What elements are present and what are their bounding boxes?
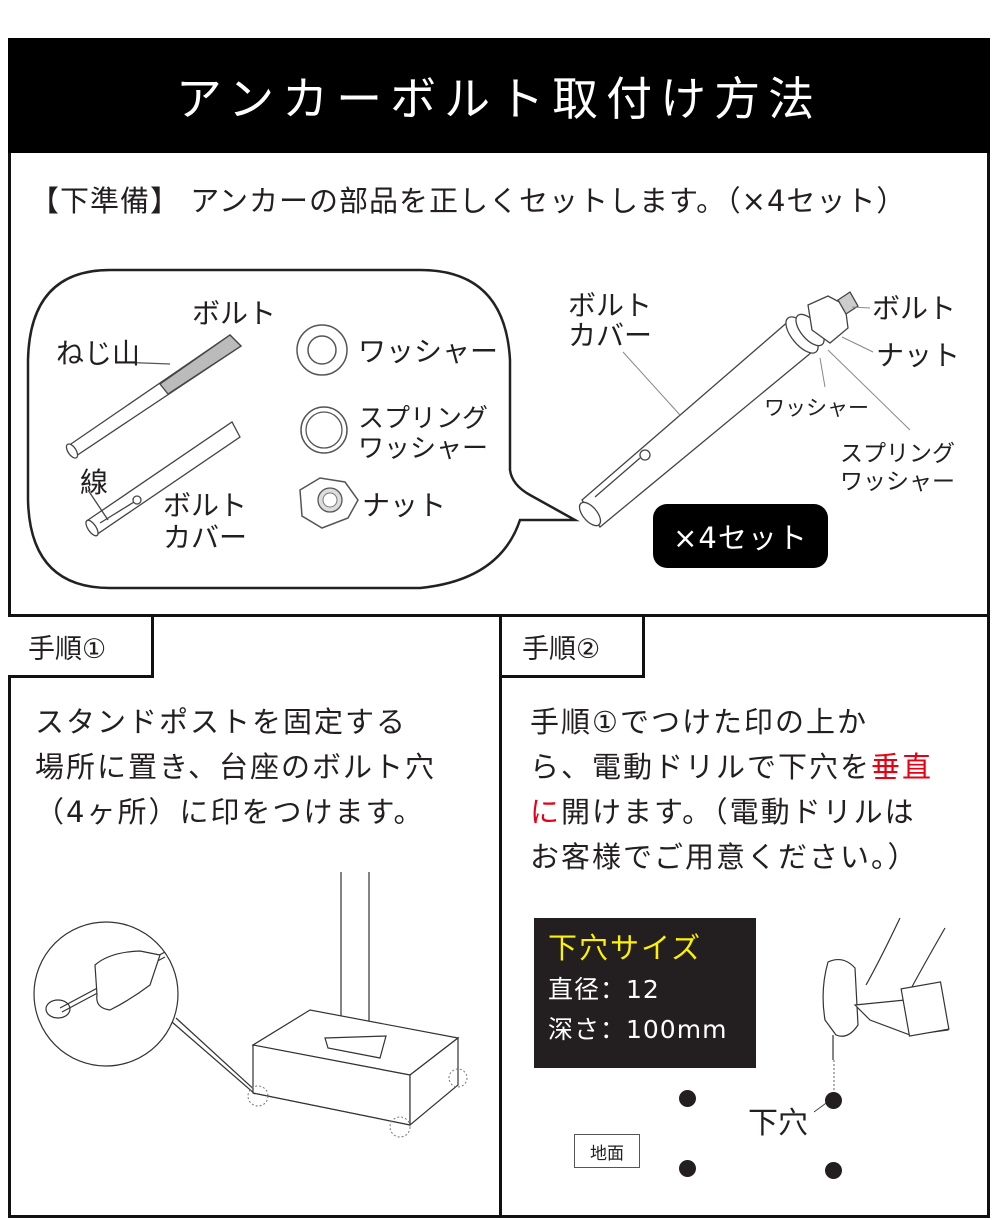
ground-label: 地面 bbox=[574, 1134, 640, 1168]
label-washer: ワッシャー bbox=[358, 335, 499, 368]
size-diameter: 直径：12 bbox=[548, 975, 660, 1004]
step2-line-2: ら、電動ドリルで下穴を垂直 bbox=[530, 745, 933, 790]
label-assembled-washer: ワッシャー bbox=[764, 396, 869, 420]
label-assembled-bolt-cover-2: カバー bbox=[568, 319, 653, 352]
page-title: アンカーボルト取付け方法 bbox=[8, 38, 990, 153]
step1-line-3: （4ヶ所）に印をつけます。 bbox=[35, 795, 425, 829]
label-assembled-spring-washer-2: ワッシャー bbox=[840, 469, 955, 495]
label-assembled-bolt-cover-1: ボルト bbox=[568, 289, 653, 322]
step2-tab: 手順② bbox=[502, 617, 645, 678]
emphasis-vertical: 垂直 bbox=[871, 750, 934, 784]
label-line: 線 bbox=[80, 466, 109, 499]
step1-line-2: 場所に置き、台座のボルト穴 bbox=[35, 750, 436, 784]
step1-instruction: スタンドポストを固定する 場所に置き、台座のボルト穴 （4ヶ所）に印をつけます。 bbox=[35, 700, 436, 835]
step2-instruction: 手順①でつけた印の上か ら、電動ドリルで下穴を垂直 に開けます。（電動ドリルは … bbox=[530, 700, 933, 880]
pilot-hole-label: 下穴 bbox=[748, 1106, 808, 1141]
step2-line-2-text: ら、電動ドリルで下穴を bbox=[530, 750, 872, 784]
step2-line-4: お客様でご用意ください。） bbox=[530, 840, 919, 874]
label-bolt: ボルト bbox=[192, 297, 277, 330]
column-divider bbox=[499, 614, 502, 1218]
size-heading: 下穴サイズ bbox=[548, 931, 703, 965]
hole-marker-bottom-right bbox=[825, 1162, 842, 1179]
hole-marker-bottom-left bbox=[679, 1160, 696, 1177]
prep-instruction: 【下準備】 アンカーの部品を正しくセットします。（×4セット） bbox=[30, 184, 907, 218]
hole-marker-top-right bbox=[825, 1092, 842, 1109]
label-assembled-bolt: ボルト bbox=[872, 292, 957, 325]
assembled-anchor-illustration bbox=[578, 291, 911, 528]
label-bolt-cover-2: カバー bbox=[163, 521, 248, 554]
label-bolt-cover-1: ボルト bbox=[163, 489, 248, 522]
label-nut: ナット bbox=[362, 489, 447, 522]
label-spring-washer-1: スプリング bbox=[358, 404, 489, 434]
set-count-badge: ×4セット bbox=[653, 504, 828, 568]
step2-line-3: に開けます。（電動ドリルは bbox=[530, 790, 933, 835]
emphasis-vertical-suffix: に bbox=[530, 795, 562, 829]
step2-line-3-text: 開けます。（電動ドリルは bbox=[561, 795, 916, 829]
label-spring-washer-2: ワッシャー bbox=[358, 434, 489, 464]
label-assembled-nut: ナット bbox=[876, 339, 961, 372]
step1-line-1: スタンドポストを固定する bbox=[35, 705, 408, 739]
step2-line-1: 手順①でつけた印の上か bbox=[530, 705, 868, 739]
pilot-hole-size-box: 下穴サイズ 直径：12 深さ：100mm bbox=[534, 918, 756, 1068]
label-thread: ねじ山 bbox=[56, 337, 141, 370]
step1-tab: 手順① bbox=[8, 617, 154, 678]
size-depth: 深さ：100mm bbox=[548, 1015, 728, 1044]
bolt-illustration bbox=[65, 324, 359, 537]
hole-marker-top-left bbox=[679, 1090, 696, 1107]
label-assembled-spring-washer-1: スプリング bbox=[840, 441, 955, 467]
